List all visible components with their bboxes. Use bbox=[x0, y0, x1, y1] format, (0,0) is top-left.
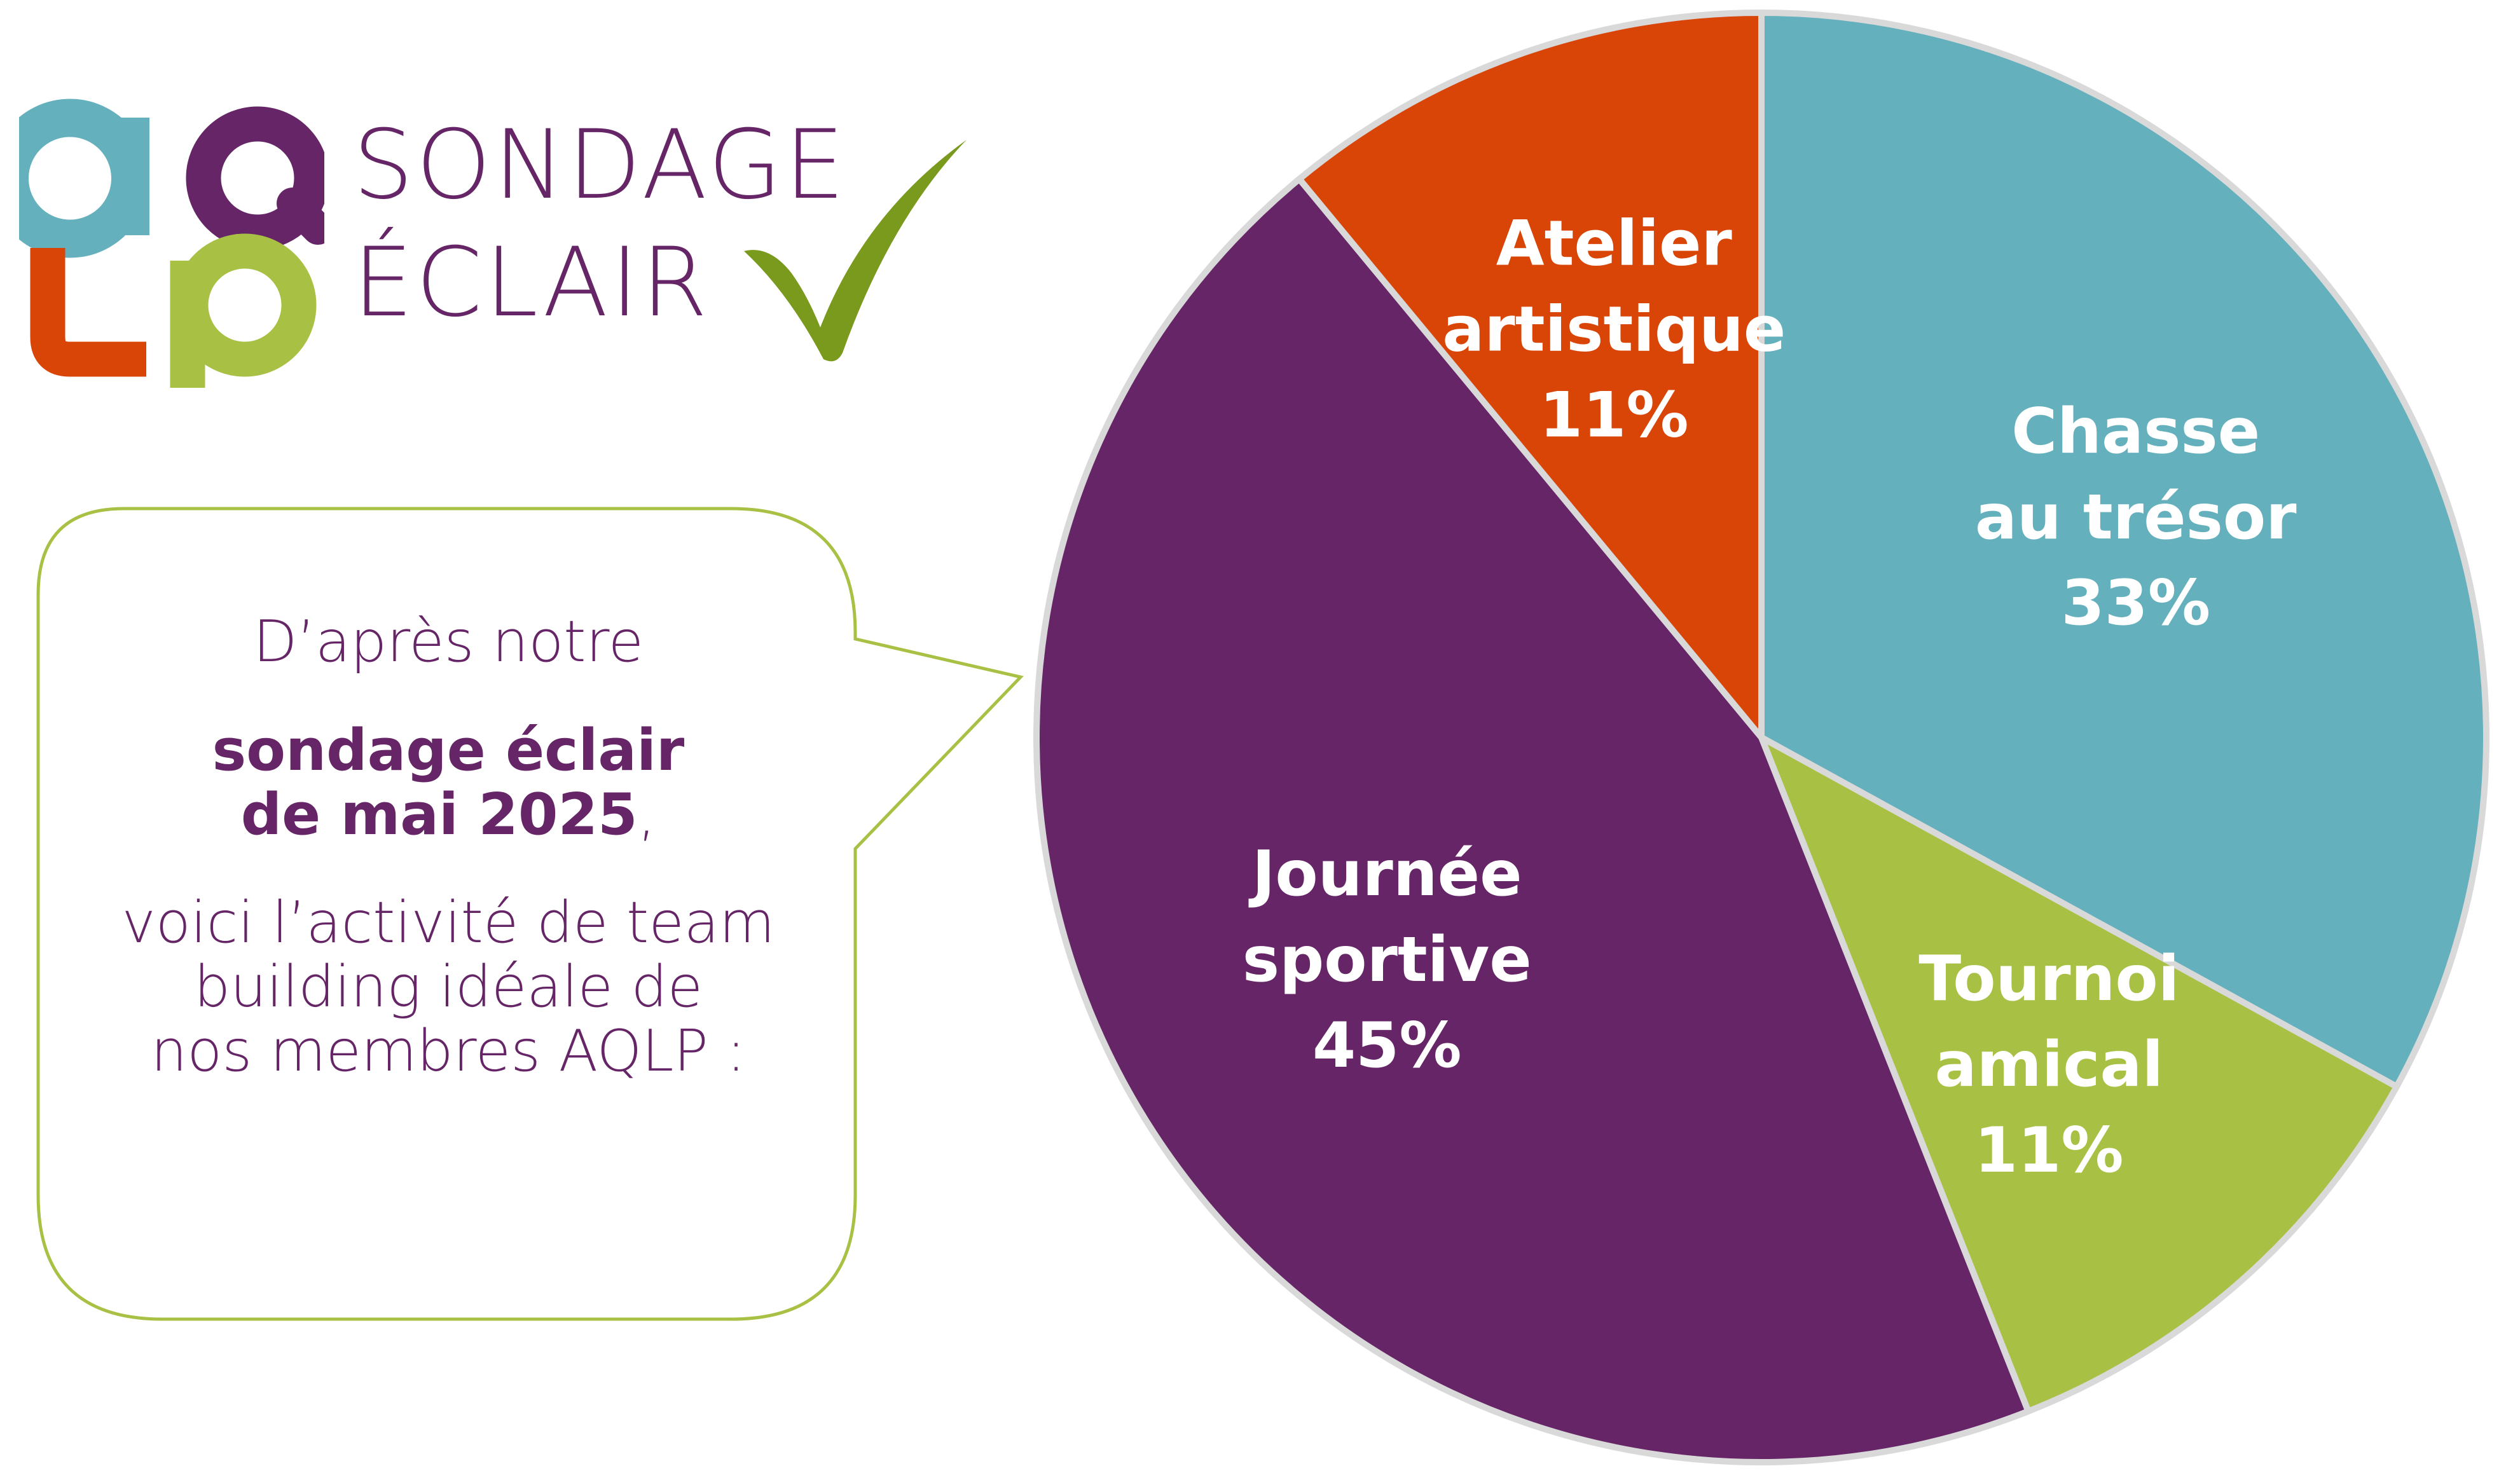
pie-label-line: sportive bbox=[1243, 924, 1532, 996]
bubble-highlight-line1: sondage éclair bbox=[212, 716, 685, 784]
pie-slice-1 bbox=[1755, 730, 2401, 1416]
pie-label-line: Atelier bbox=[1496, 207, 1733, 280]
bubble-highlight-line2: de mai 2025 bbox=[240, 781, 638, 848]
pie-label-0: Chasse au trésor 33% bbox=[1975, 395, 2297, 640]
bubble-outro-line3: nos membres AQLP : bbox=[151, 1017, 746, 1085]
checkmark-icon bbox=[744, 140, 967, 362]
title-eclair: ÉCLAIR bbox=[353, 228, 710, 338]
title-sondage: SONDAGE bbox=[353, 110, 848, 221]
aqlp-logo bbox=[19, 70, 324, 388]
pie-slice-0 bbox=[1758, 9, 2489, 1091]
pie-label-2: Journée sportive 45% bbox=[1243, 838, 1532, 1082]
pie-label-line: Tournoi bbox=[1918, 943, 2179, 1015]
logo-letter-l bbox=[30, 248, 146, 377]
pie-label-line: Journée bbox=[1248, 838, 1522, 910]
pie-label-line: au trésor bbox=[1975, 481, 2297, 554]
bubble-highlight: sondage éclair de mai 2025, bbox=[57, 716, 839, 848]
pie-label-line: Chasse bbox=[2011, 395, 2260, 468]
pie-slice-3 bbox=[1295, 9, 1765, 746]
bubble-outro-line1: voici l’activité de team bbox=[121, 889, 775, 957]
pie-slices bbox=[1033, 9, 2489, 1465]
bubble-outro: voici l’activité de team building idéale… bbox=[57, 891, 839, 1083]
bubble-outro-line2: building idéale de bbox=[193, 954, 703, 1021]
bubble-intro: D’après notre bbox=[253, 608, 644, 675]
pie-label-1: Tournoi amical 11% bbox=[1918, 943, 2179, 1187]
pie-label-value: 33% bbox=[2061, 567, 2210, 640]
bubble-text: D’après notre sondage éclair de mai 2025… bbox=[57, 610, 839, 1084]
pie-label-value: 11% bbox=[1539, 379, 1689, 451]
aqlp-logo-mark bbox=[19, 99, 324, 388]
logo-letter-q bbox=[186, 106, 324, 250]
logo-letter-a bbox=[19, 99, 149, 258]
pie-labels: Chasse au trésor 33% Tournoi amical 11% Journé… bbox=[1243, 207, 2297, 1187]
pie-label-value: 45% bbox=[1312, 1010, 1462, 1082]
pie-label-line: artistique bbox=[1442, 293, 1786, 366]
pie-slice-2 bbox=[1033, 174, 2033, 1465]
pie-label-3: Atelier artistique 11% bbox=[1442, 207, 1786, 451]
pie-label-value: 11% bbox=[1974, 1114, 2124, 1187]
pie-label-line: amical bbox=[1935, 1029, 2164, 1101]
bubble-highlight-comma: , bbox=[637, 781, 656, 848]
